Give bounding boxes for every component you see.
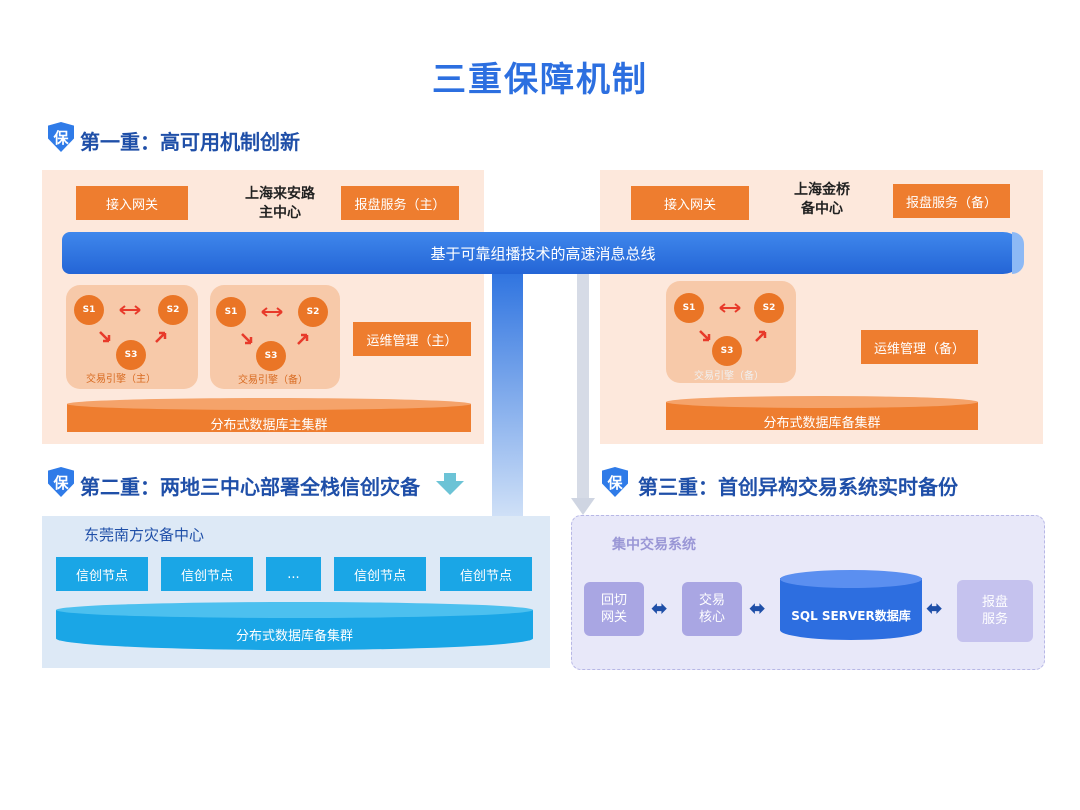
node-s3: S3 (712, 336, 742, 366)
arrow-icon (99, 331, 111, 343)
fallback-gateway-box: 回切 网关 (584, 582, 644, 636)
vertical-connector-blue (492, 272, 523, 516)
node-s3: S3 (116, 340, 146, 370)
node-s1: S1 (74, 295, 104, 325)
message-bus: 基于可靠组播技术的高速消息总线 (62, 232, 1024, 274)
backup-center-label: 上海金桥 备中心 (772, 181, 872, 219)
cylinder-top (67, 398, 471, 410)
double-arrow-icon: ⬌ (749, 596, 766, 620)
main-db-label: 分布式数据库主集群 (210, 417, 328, 433)
main-report-box: 报盘服务（主） (341, 186, 459, 220)
double-arrow-icon (119, 305, 141, 315)
double-arrow-icon (719, 303, 741, 313)
double-arrow-icon: ⬌ (926, 596, 943, 620)
double-arrow-icon: ⬌ (651, 596, 668, 620)
backup-db-cluster: 分布式数据库备集群 (666, 396, 978, 431)
cylinder-top (666, 396, 978, 408)
backup-report-box: 报盘服务（备） (893, 184, 1010, 218)
central-title: 集中交易系统 (612, 537, 696, 553)
node-s2: S2 (754, 293, 784, 323)
sql-server-label: SQL SERVER数据库 (791, 608, 911, 623)
xinchuang-node: 信创节点 (161, 557, 253, 591)
dongguan-db-cluster: 分布式数据库备集群 (56, 602, 533, 650)
cylinder-top (780, 570, 922, 588)
down-arrow-icon (571, 498, 595, 515)
section2-title: 第二重：两地三中心部署全栈信创灾备 (80, 475, 420, 499)
vertical-connector-grey (577, 272, 589, 500)
engine-label: 交易引擎（备） (694, 371, 764, 382)
dongguan-db-label: 分布式数据库备集群 (235, 628, 353, 644)
backup-gateway-box: 接入网关 (631, 186, 749, 220)
ellipsis-node: ... (266, 557, 321, 591)
main-center-name-line2: 主中心 (259, 205, 301, 221)
section1-title: 第一重：高可用机制创新 (80, 130, 300, 154)
backup-center-name-line1: 上海金桥 (794, 182, 850, 198)
dongguan-title: 东莞南方灾备中心 (84, 526, 205, 544)
node-s3: S3 (256, 341, 286, 371)
engine-label: 交易引擎（备） (238, 375, 308, 386)
down-arrow-icon (436, 473, 464, 495)
engine-group-backup: S1 S2 S3 交易引擎（备） (666, 281, 796, 383)
arrow-icon (755, 330, 767, 342)
message-bus-cap (1012, 232, 1024, 274)
node-s2: S2 (158, 295, 188, 325)
trade-core-box: 交易 核心 (682, 582, 742, 636)
xinchuang-node: 信创节点 (56, 557, 148, 591)
engine-label: 交易引擎（主） (86, 374, 156, 385)
xinchuang-node: 信创节点 (440, 557, 532, 591)
section3-title: 第三重：首创异构交易系统实时备份 (638, 475, 958, 499)
backup-center-name-line2: 备中心 (801, 201, 843, 217)
node-s1: S1 (216, 297, 246, 327)
engine-group-main-primary: S1 S2 S3 交易引擎（主） (66, 285, 198, 389)
page-title: 三重保障机制 (432, 60, 648, 100)
arrow-icon (155, 331, 167, 343)
backup-ops-box: 运维管理（备） (861, 330, 978, 364)
cylinder-top (56, 602, 533, 618)
engine-group-main-backup: S1 S2 S3 交易引擎（备） (210, 285, 340, 389)
backup-db-label: 分布式数据库备集群 (763, 415, 881, 431)
main-center-name-line1: 上海来安路 (245, 186, 315, 202)
sql-server-db: SQL SERVER数据库 (780, 570, 922, 640)
arrow-icon (241, 333, 253, 345)
shield-icon: 保 (48, 122, 74, 152)
main-ops-box: 运维管理（主） (353, 322, 471, 356)
double-arrow-icon (261, 307, 283, 317)
main-gateway-box: 接入网关 (76, 186, 188, 220)
arrow-icon (297, 333, 309, 345)
shield-icon: 保 (48, 467, 74, 497)
node-s1: S1 (674, 293, 704, 323)
arrow-icon (699, 330, 711, 342)
node-s2: S2 (298, 297, 328, 327)
shield-icon: 保 (602, 467, 628, 497)
report-service-box: 报盘 服务 (957, 580, 1033, 642)
message-bus-label: 基于可靠组播技术的高速消息总线 (430, 244, 656, 263)
main-db-cluster: 分布式数据库主集群 (67, 398, 471, 433)
main-center-label: 上海来安路 主中心 (230, 185, 330, 223)
xinchuang-node: 信创节点 (334, 557, 426, 591)
